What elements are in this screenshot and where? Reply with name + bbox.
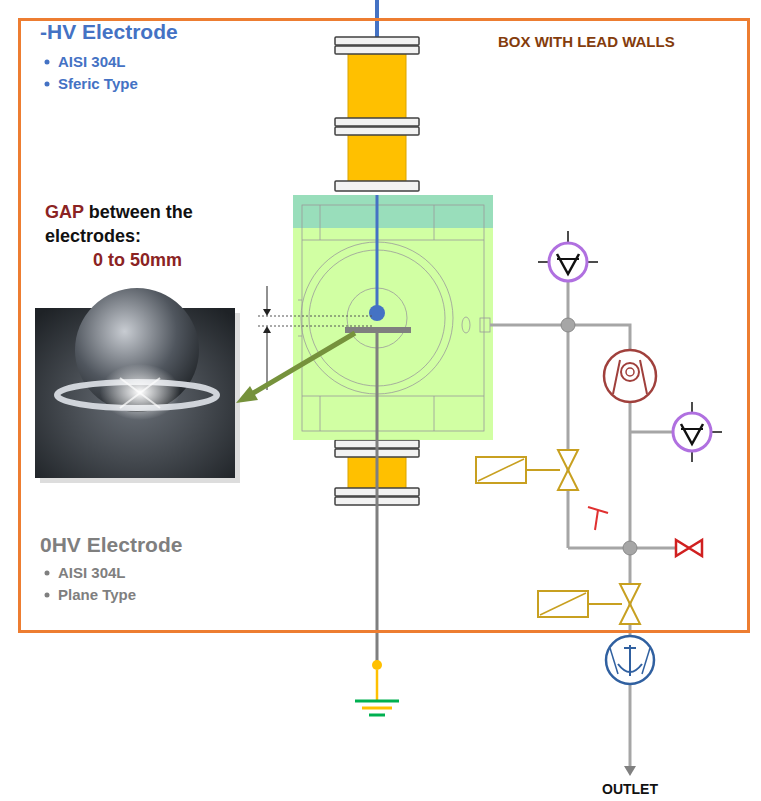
electrode-title: 0HV Electrode bbox=[40, 533, 182, 557]
manual-valve bbox=[588, 507, 608, 530]
outlet-label: OUTLET bbox=[602, 781, 658, 797]
turbo-pump bbox=[604, 350, 656, 402]
junction bbox=[561, 318, 575, 332]
material-note: AISI 304L bbox=[58, 53, 126, 70]
pointer-arrow bbox=[236, 333, 355, 403]
outlet-arrowhead bbox=[624, 766, 636, 776]
electrode-photo bbox=[35, 288, 240, 483]
box-heading: BOX WITH LEAD WALLS bbox=[498, 33, 675, 50]
ground-terminal bbox=[372, 660, 382, 670]
vacuum-lines bbox=[490, 281, 675, 768]
gap-caption: GAP between the electrodes: bbox=[45, 200, 195, 248]
ground-rod bbox=[376, 333, 379, 665]
solenoid-valve bbox=[476, 450, 578, 490]
electrode-title: -HV Electrode bbox=[40, 20, 178, 44]
type-note: Sferic Type bbox=[58, 75, 138, 92]
chamber-top-band bbox=[293, 195, 493, 228]
ground-symbol bbox=[355, 701, 399, 715]
bullet-dots bbox=[45, 60, 50, 598]
gap-dimension bbox=[258, 286, 372, 390]
chamber-region bbox=[293, 195, 493, 440]
pressure-gauge bbox=[538, 231, 598, 281]
vent-valve bbox=[676, 540, 702, 556]
chamber-drawing bbox=[298, 205, 490, 431]
ground-wire bbox=[376, 670, 379, 700]
solenoid-valve bbox=[538, 584, 640, 624]
insulator-tube bbox=[348, 134, 406, 182]
insulator-tube bbox=[348, 52, 406, 120]
plane-electrode bbox=[345, 327, 411, 333]
material-note: AISI 304L bbox=[58, 564, 126, 581]
hv-rod bbox=[376, 195, 379, 306]
dimension-value: 0 to 50mm bbox=[93, 250, 182, 271]
type-note: Plane Type bbox=[58, 586, 136, 603]
gap-label: GAP bbox=[45, 202, 84, 222]
junction bbox=[623, 541, 637, 555]
pressure-gauge bbox=[673, 402, 722, 462]
primary-pump bbox=[606, 636, 654, 684]
sphere-electrode bbox=[369, 305, 385, 321]
